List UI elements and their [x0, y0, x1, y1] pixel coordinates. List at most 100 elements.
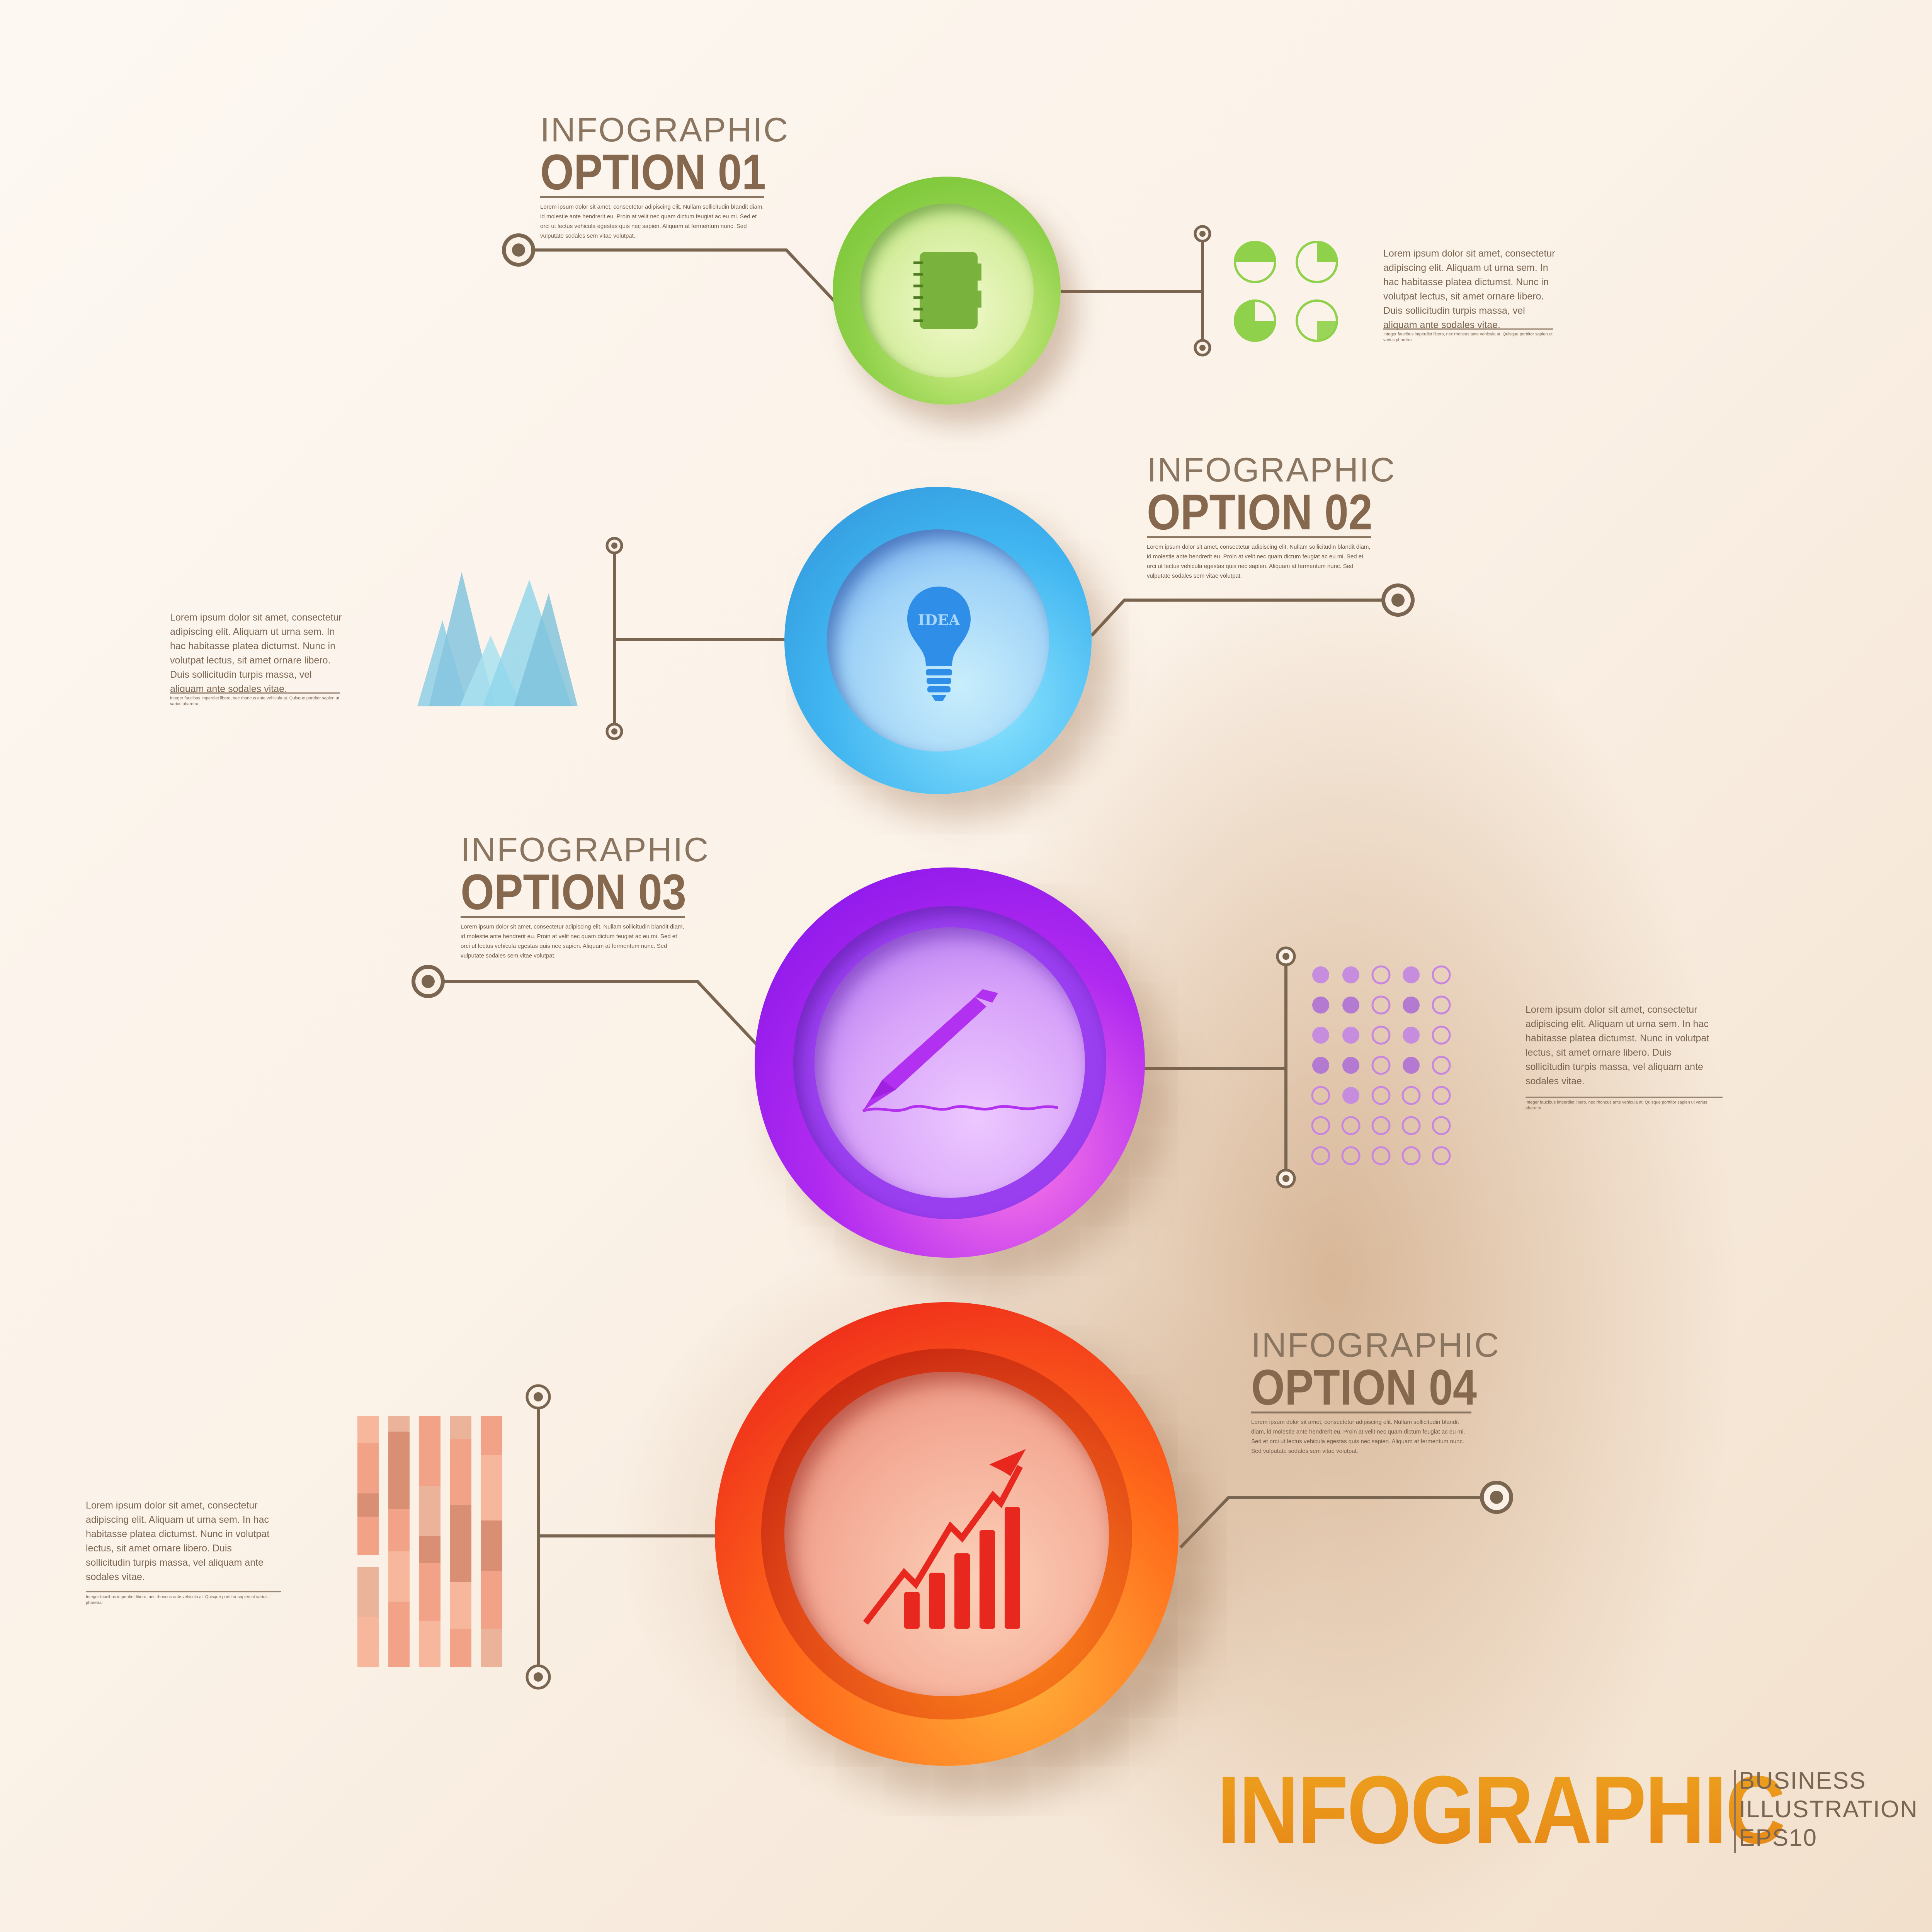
strip-segment	[388, 1509, 410, 1551]
strip-segment	[357, 1416, 379, 1443]
dot	[1403, 997, 1420, 1014]
footer-line-3: EPS10	[1739, 1825, 1818, 1851]
dot	[1342, 997, 1359, 1014]
option-3-title: OPTION 03	[461, 864, 687, 920]
strip-segment	[450, 1582, 471, 1629]
dot	[1371, 965, 1391, 985]
growth-chart-icon	[863, 1449, 1026, 1629]
option-3-side-fine: Integer faucibus imperdiet libero, nec r…	[1526, 1100, 1708, 1111]
option-3-ring	[755, 867, 1145, 1258]
strip-segment	[388, 1432, 410, 1509]
option-3-subtitle: INFOGRAPHIC	[461, 830, 710, 869]
option-1-ring	[833, 177, 1061, 405]
dot	[1403, 966, 1420, 983]
dot	[1403, 1027, 1420, 1044]
strip-segment	[450, 1629, 471, 1667]
strip-segment	[481, 1416, 502, 1455]
option-3-body: Lorem ipsum dolor sit amet, consectetur …	[461, 923, 684, 959]
strip-segment	[481, 1520, 502, 1571]
strip-segment	[481, 1571, 502, 1629]
dot	[1403, 1057, 1420, 1074]
dot	[1312, 1057, 1329, 1074]
dot	[1311, 1086, 1330, 1105]
dot	[1311, 1146, 1330, 1165]
option-1-side-text: Lorem ipsum dolor sit amet, consectetur …	[1383, 248, 1555, 330]
option-2-rule	[1147, 536, 1371, 538]
dot	[1432, 965, 1451, 985]
strip-segment	[357, 1517, 379, 1555]
footer-title: INFOGRAPHIC	[1217, 1754, 1786, 1865]
option-2-side-rule	[170, 692, 340, 694]
option-1-rule	[540, 196, 764, 198]
dot	[1342, 1087, 1359, 1104]
dot	[1342, 1027, 1359, 1044]
option-4-title: OPTION 04	[1251, 1359, 1477, 1415]
strip-segment	[357, 1493, 379, 1517]
option-3-side-text: Lorem ipsum dolor sit amet, consectetur …	[1526, 1004, 1709, 1087]
strip-segment	[450, 1416, 471, 1439]
dot	[1312, 966, 1329, 983]
dot	[1341, 1146, 1361, 1165]
dot	[1432, 1056, 1451, 1075]
option-4-ring	[715, 1302, 1179, 1766]
pen-signature-icon	[862, 989, 1058, 1112]
footer-divider	[1734, 1770, 1736, 1853]
strip-segment	[481, 1629, 502, 1667]
dot	[1371, 1056, 1391, 1075]
idea-bulb-icon	[907, 587, 971, 701]
strip-segment	[357, 1443, 379, 1493]
notebook-icon	[913, 252, 981, 329]
dot-matrix-icon	[1311, 965, 1451, 1165]
strip-segment	[388, 1551, 410, 1602]
pie-charts-icon	[1234, 241, 1338, 342]
option-1-body: Lorem ipsum dolor sit amet, consectetur …	[540, 204, 764, 239]
option-4-side-text: Lorem ipsum dolor sit amet, consectetur …	[86, 1500, 270, 1582]
bar-strips-icon	[357, 1416, 502, 1667]
option-1-title: OPTION 01	[540, 144, 766, 200]
footer-line-2: ILLUSTRATION	[1739, 1796, 1918, 1823]
strip-segment	[419, 1536, 440, 1563]
option-3-inner	[815, 927, 1085, 1198]
dot	[1401, 1146, 1421, 1165]
option-2-side-text: Lorem ipsum dolor sit amet, consectetur …	[170, 612, 342, 694]
option-1-side-rule	[1383, 328, 1553, 330]
dot	[1312, 1027, 1329, 1044]
dot	[1432, 1116, 1451, 1135]
strip-segment	[357, 1567, 379, 1617]
dot	[1432, 1026, 1451, 1045]
strip-segment	[450, 1505, 471, 1582]
footer-line-1: BUSINESS	[1739, 1767, 1866, 1794]
option-4-subtitle: INFOGRAPHIC	[1251, 1326, 1500, 1364]
option-2-title: OPTION 02	[1147, 484, 1373, 540]
dot	[1432, 995, 1451, 1015]
mountain-chart-icon	[417, 572, 578, 706]
dot	[1401, 1086, 1421, 1105]
dot	[1401, 1116, 1421, 1135]
option-4-body: Lorem ipsum dolor sit amet, consectetur …	[1251, 1419, 1465, 1454]
strip-segment	[357, 1617, 379, 1667]
strip-segment	[388, 1602, 410, 1667]
strip-segment	[419, 1563, 440, 1621]
dot	[1311, 1116, 1330, 1135]
dot	[1371, 1116, 1391, 1135]
option-2-side-fine: Integer faucibus imperdiet libero, nec r…	[170, 696, 339, 706]
option-2-body: Lorem ipsum dolor sit amet, consectetur …	[1147, 544, 1371, 579]
dot	[1371, 1146, 1391, 1165]
dot	[1342, 966, 1359, 983]
dot	[1312, 997, 1329, 1014]
option-4-side-rule	[86, 1591, 281, 1592]
dot	[1341, 1116, 1361, 1135]
dot	[1342, 1057, 1359, 1074]
option-1-side-fine: Integer faucibus imperdiet libero, nec r…	[1383, 332, 1553, 342]
strip-segment	[388, 1416, 410, 1432]
strip-segment	[419, 1416, 440, 1486]
dot	[1371, 1086, 1391, 1105]
idea-bulb-label: IDEA	[918, 611, 960, 629]
strip-segment	[419, 1621, 440, 1667]
dot	[1371, 1026, 1391, 1045]
option-4-side-fine: Integer faucibus imperdiet libero, nec r…	[86, 1595, 268, 1605]
strip-segment	[450, 1439, 471, 1505]
option-3-side-rule	[1526, 1097, 1723, 1098]
option-1-subtitle: INFOGRAPHIC	[540, 111, 789, 149]
